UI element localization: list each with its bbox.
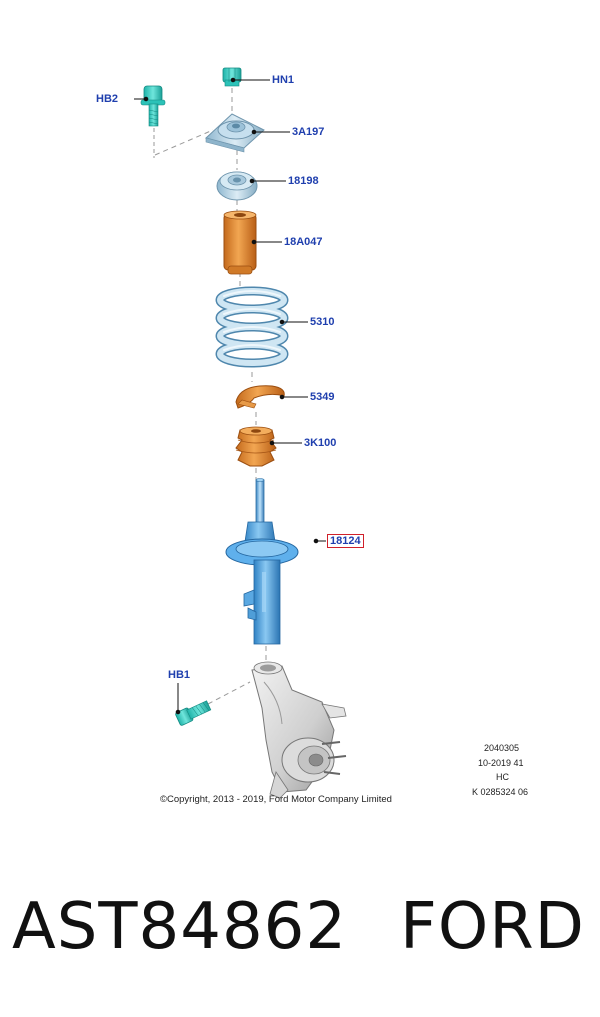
callout-3a197: 3A197 <box>292 126 325 138</box>
callout-18124-highlighted: 18124 <box>327 534 364 548</box>
bolt-hb2 <box>140 85 166 127</box>
meta-line-3: HC <box>496 772 509 782</box>
coil-spring-5310 <box>215 286 289 368</box>
nut-hn1 <box>222 67 242 87</box>
bolt-hb1 <box>175 700 212 726</box>
hb2-guide-line <box>154 129 214 156</box>
knuckle-hub-assembly <box>251 661 347 799</box>
top-mount-3a197 <box>204 113 265 153</box>
brand-caption: FORD <box>400 890 585 964</box>
callout-18a047: 18A047 <box>284 236 323 248</box>
bump-stop-3k100 <box>235 426 277 467</box>
callout-hb2: HB2 <box>96 93 119 105</box>
bearing-18198 <box>216 171 258 201</box>
callout-5349: 5349 <box>310 391 335 403</box>
callout-5310: 5310 <box>310 316 335 328</box>
hb1-guide-line <box>207 681 251 705</box>
callout-hn1: HN1 <box>272 74 295 86</box>
strut-18124 <box>225 478 299 645</box>
center-axis-line <box>231 88 267 664</box>
leader-lines <box>134 77 326 715</box>
callout-3k100: 3K100 <box>304 437 337 449</box>
part-number-caption: AST84862 <box>12 890 348 964</box>
spring-seat-5349 <box>235 385 285 409</box>
copyright-text: ©Copyright, 2013 - 2019, Ford Motor Comp… <box>160 794 392 805</box>
meta-line-1: 2040305 <box>484 743 520 753</box>
exploded-strut-diagram <box>134 67 347 799</box>
meta-line-2: 10-2019 41 <box>478 758 524 768</box>
dust-boot-18a047 <box>223 210 257 275</box>
meta-line-4: K 0285324 06 <box>472 787 529 797</box>
callout-18198: 18198 <box>288 175 319 187</box>
callout-hb1: HB1 <box>168 669 191 681</box>
